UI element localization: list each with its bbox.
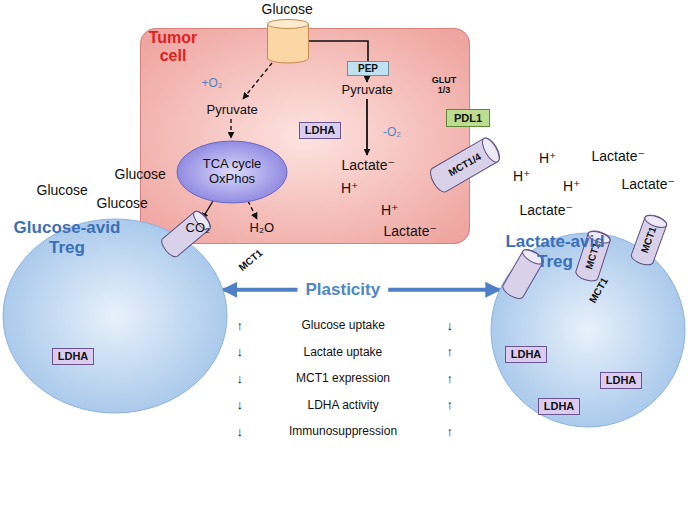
table-row-label: Immunosuppression: [289, 425, 397, 439]
shape-label: TCA cycle OxPhos: [191, 157, 273, 187]
dashed-arrow: [230, 119, 231, 138]
cylinder-body: [159, 208, 214, 259]
arrow: [366, 99, 368, 155]
enzyme-box: LDHA: [299, 122, 341, 139]
molecule-label: Pyruvate: [342, 83, 393, 98]
edge-label: Plasticity: [304, 280, 383, 300]
molecule-label: H⁺: [563, 178, 581, 194]
cell-circle: [3, 219, 227, 413]
molecule-label: +O₂: [202, 77, 223, 91]
molecule-label: Glucose: [115, 166, 166, 182]
table-row-label: Lactate uptake: [304, 346, 383, 360]
transporter-cylinder: MCT1/4: [427, 135, 503, 195]
trend-arrow: ↓: [237, 398, 244, 413]
cylinder-body: [630, 213, 669, 268]
shape-label: LDHA: [58, 350, 89, 363]
dashed-arrow: [248, 201, 257, 219]
molecule-label: Lactate⁻: [384, 223, 437, 239]
molecule-label: Lactate⁻: [592, 148, 645, 164]
enzyme-box: LDHA: [600, 372, 642, 389]
enzyme-box: LDHA: [538, 398, 580, 415]
cell-name: Lactate-avid Treg: [490, 232, 620, 271]
enzyme-box: LDHA: [52, 348, 94, 365]
shape-label: LDHA: [606, 374, 637, 387]
pathway-ellipse: TCA cycle OxPhos: [176, 140, 288, 204]
shape-label: LDHA: [511, 348, 542, 361]
shape-label: PDL1: [454, 112, 482, 125]
transporter-cylinder-outline: [267, 19, 309, 63]
connector-line: [309, 41, 368, 61]
molecule-label: Glucose: [262, 1, 313, 17]
cylinder-cap: [268, 20, 309, 29]
pathway-ellipse: [177, 141, 287, 203]
trend-arrow: ↑: [237, 319, 244, 334]
molecule-label: H₂O: [250, 221, 275, 236]
shape-label: MCT1: [237, 247, 265, 273]
molecule-label: H⁺: [513, 168, 531, 184]
trend-arrow: ↓: [237, 345, 244, 360]
trend-arrow: ↓: [447, 319, 454, 334]
cell-circle: [491, 233, 685, 427]
trend-arrow: ↑: [447, 372, 454, 387]
trend-arrow: ↓: [237, 372, 244, 387]
cell-name: Glucose-avid Treg: [2, 218, 132, 257]
cell-circle-outline: [2, 218, 228, 414]
molecule-label: Lactate⁻: [342, 157, 395, 173]
cell-circle: MCT1MCT1MCT1LDHALDHALDHALactate-avid Tre…: [490, 232, 686, 428]
table-row-label: LDHA activity: [308, 399, 379, 413]
cell-circle: MCT1LDHAGlucose-avid Treg: [2, 218, 228, 414]
molecule-label: Lactate⁻: [520, 202, 573, 218]
shape-label: PEP: [358, 63, 378, 75]
molecule-label: Pyruvate: [207, 103, 258, 118]
dashed-arrow: [243, 63, 272, 99]
molecule-label: CO₂: [186, 221, 211, 236]
cylinder-body: [268, 24, 309, 63]
molecule-label: Glucose: [97, 195, 148, 211]
cell-outline: GLUT 1/3PEPLDHATCA cycle OxPhosPDL1MCT1/…: [140, 28, 470, 244]
molecule-label: H⁺: [381, 202, 399, 218]
shape-label: LDHA: [544, 400, 575, 413]
cylinder-body: [427, 135, 503, 194]
trend-arrow: ↓: [237, 425, 244, 440]
cell-name: Tumor cell: [141, 29, 205, 66]
molecule-label: Lactate⁻: [622, 176, 675, 192]
arrow: [366, 76, 368, 82]
table-row-label: Glucose uptake: [302, 319, 385, 333]
trend-arrow: ↑: [447, 345, 454, 360]
transporter-cylinder: GLUT 1/3: [267, 19, 309, 63]
trend-arrow: ↑: [447, 425, 454, 440]
shape-label: GLUT 1/3: [427, 75, 461, 96]
molecule-label: H⁺: [341, 180, 359, 196]
transporter-cylinder: MCT1: [629, 212, 669, 267]
trend-arrow: ↑: [447, 398, 454, 413]
enzyme-box: LDHA: [505, 346, 547, 363]
molecule-label: -O₂: [383, 126, 401, 140]
shape-label: LDHA: [305, 124, 336, 137]
enzyme-box: PEP: [347, 61, 389, 76]
molecule-label: Glucose: [37, 182, 88, 198]
marker-box: PDL1: [446, 109, 490, 127]
molecule-label: H⁺: [539, 150, 557, 166]
table-row-label: MCT1 expression: [296, 372, 390, 386]
